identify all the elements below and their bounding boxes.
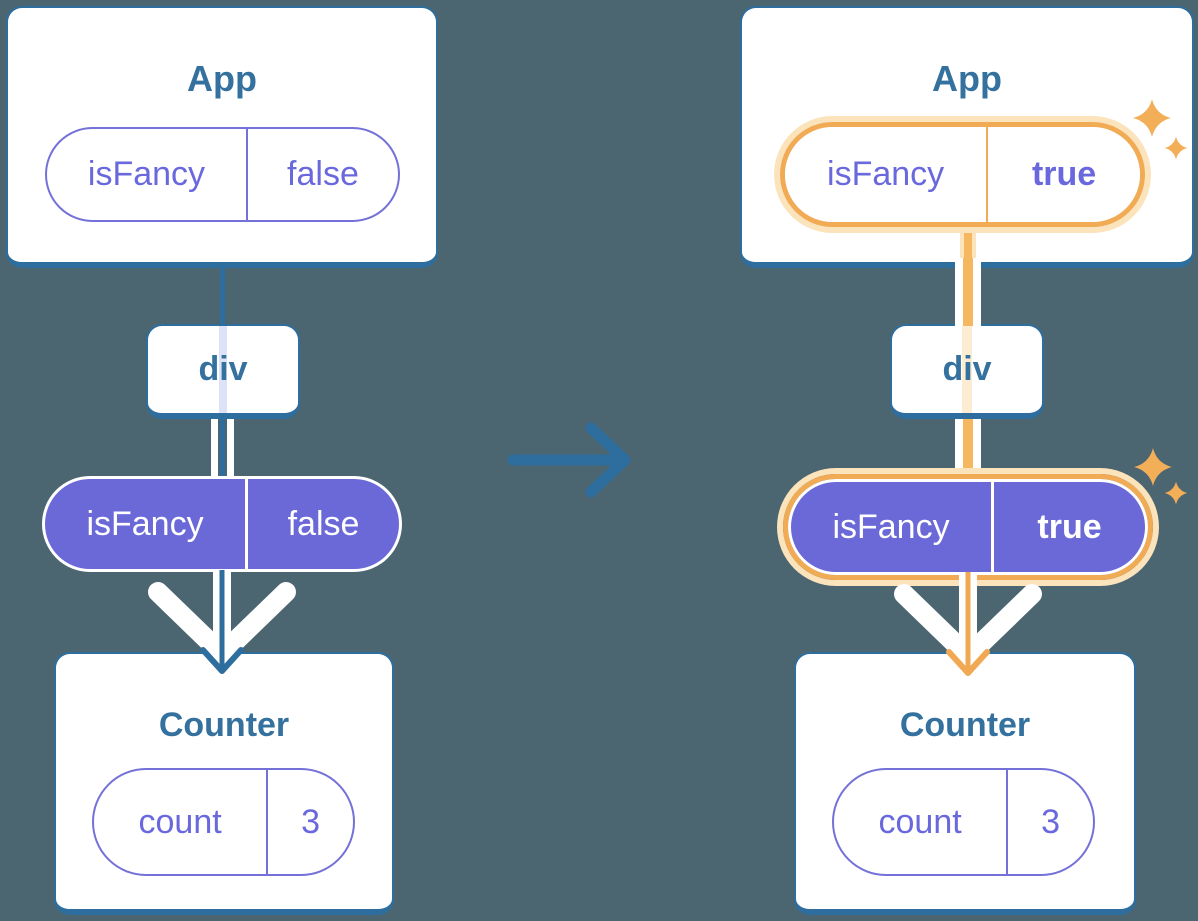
sparkle-icon: [1164, 136, 1188, 160]
passed-prop-pill-after: isFancy true: [788, 479, 1148, 575]
down-arrow-icon: [148, 570, 296, 674]
app-prop-pill-after: isFancy true: [785, 127, 1140, 222]
div-label-after: div: [942, 350, 992, 388]
prop-value: true: [1037, 507, 1102, 546]
app-prop-pill-before: isFancy false: [45, 127, 400, 222]
counter-state-pill-after: count 3: [832, 768, 1095, 876]
passed-prop-pill-highlight: isFancy true: [783, 474, 1153, 580]
sparkle-icon: [1164, 481, 1188, 505]
state-value: 3: [301, 802, 321, 841]
state-name: count: [834, 770, 1009, 874]
sparkle-icon: [1133, 99, 1171, 137]
connector-incard-after: [960, 228, 976, 262]
div-label-before: div: [198, 350, 248, 388]
passed-prop-pill-before: isFancy false: [42, 476, 402, 572]
prop-value: false: [287, 504, 360, 543]
prop-name: isFancy: [47, 129, 248, 220]
prop-pass-stripe: [219, 326, 227, 413]
state-value: 3: [1041, 802, 1061, 841]
prop-value: true: [1031, 155, 1097, 193]
app-title-before: App: [187, 58, 257, 99]
prop-value: false: [287, 155, 359, 193]
div-node-before: div: [146, 324, 300, 419]
down-arrow-icon: [894, 572, 1042, 676]
sparkle-icon: [1134, 448, 1172, 486]
app-prop-pill-highlight: isFancy true: [780, 122, 1145, 227]
prop-pass-stripe: [962, 326, 972, 413]
prop-name: isFancy: [785, 127, 989, 222]
connector-app-to-div-before: [220, 262, 225, 330]
prop-name: isFancy: [45, 479, 249, 569]
counter-state-pill-before: count 3: [92, 768, 355, 876]
connector-app-to-div-after: [955, 258, 981, 326]
counter-title-before: Counter: [158, 706, 290, 744]
app-title-after: App: [932, 58, 1002, 99]
right-arrow-icon: [507, 422, 631, 498]
state-name: count: [94, 770, 269, 874]
counter-title-after: Counter: [899, 706, 1031, 744]
div-node-after: div: [890, 324, 1044, 419]
prop-name: isFancy: [791, 482, 995, 572]
